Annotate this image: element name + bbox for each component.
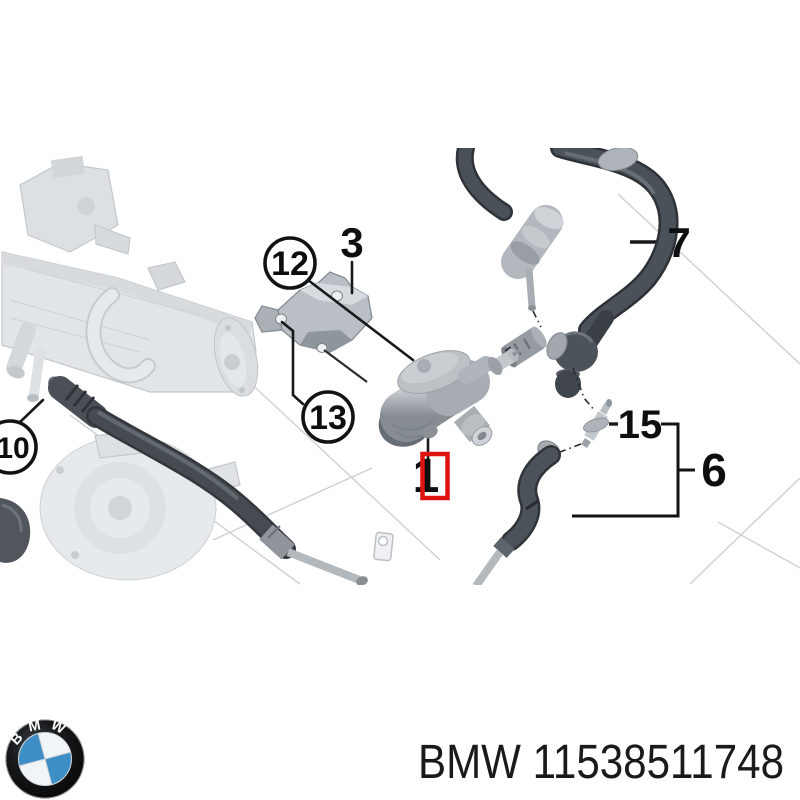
coolant-hose-10 bbox=[48, 376, 368, 586]
callout-10: 10 bbox=[0, 419, 38, 475]
callout-10-label: 10 bbox=[0, 432, 30, 465]
coolant-hose-6 bbox=[472, 440, 561, 589]
coolant-elbow-left bbox=[0, 498, 31, 563]
bmw-roundel-logo-icon: BMW bbox=[5, 712, 85, 799]
callouts: 1 3 6 7 10 12 13 15 bbox=[0, 219, 727, 503]
part-number-label: BMW 11538511748 bbox=[418, 736, 784, 789]
bracket-6-lines bbox=[572, 422, 695, 518]
callout-1: 1 bbox=[413, 450, 450, 503]
egr-cooler-faded bbox=[1, 155, 259, 402]
callout-3-label: 3 bbox=[340, 219, 363, 266]
metal-fitting-upper bbox=[501, 205, 564, 311]
aux-water-pump bbox=[378, 350, 494, 447]
turbo-flange-faded bbox=[39, 429, 241, 581]
callout-13-label: 13 bbox=[309, 399, 347, 437]
top-crop-mask bbox=[0, 0, 800, 148]
callout-6-label: 6 bbox=[701, 444, 727, 496]
callout-7-label: 7 bbox=[667, 219, 690, 266]
callout-12-label: 12 bbox=[271, 245, 309, 283]
hose-cluster-7 bbox=[455, 138, 679, 398]
mounting-clip bbox=[373, 531, 394, 562]
callout-1-red-box bbox=[420, 451, 450, 501]
roundel-quadrants bbox=[19, 733, 71, 785]
callout-15-label: 15 bbox=[618, 403, 663, 447]
bottom-crop-mask bbox=[0, 585, 800, 710]
callout-12: 12 bbox=[263, 236, 317, 290]
valve-fitting-15 bbox=[581, 399, 612, 448]
callout-13: 13 bbox=[301, 390, 355, 444]
leader-lines bbox=[16, 240, 666, 465]
footer-brand-row: BMW BMW 11538511748 bbox=[5, 712, 784, 799]
pump-bracket-part bbox=[254, 271, 373, 353]
pump-coupler bbox=[487, 348, 522, 376]
hose-junction-lower bbox=[546, 310, 614, 398]
assembly-axis-lines bbox=[504, 310, 596, 453]
callout-1-label: 1 bbox=[413, 450, 440, 503]
